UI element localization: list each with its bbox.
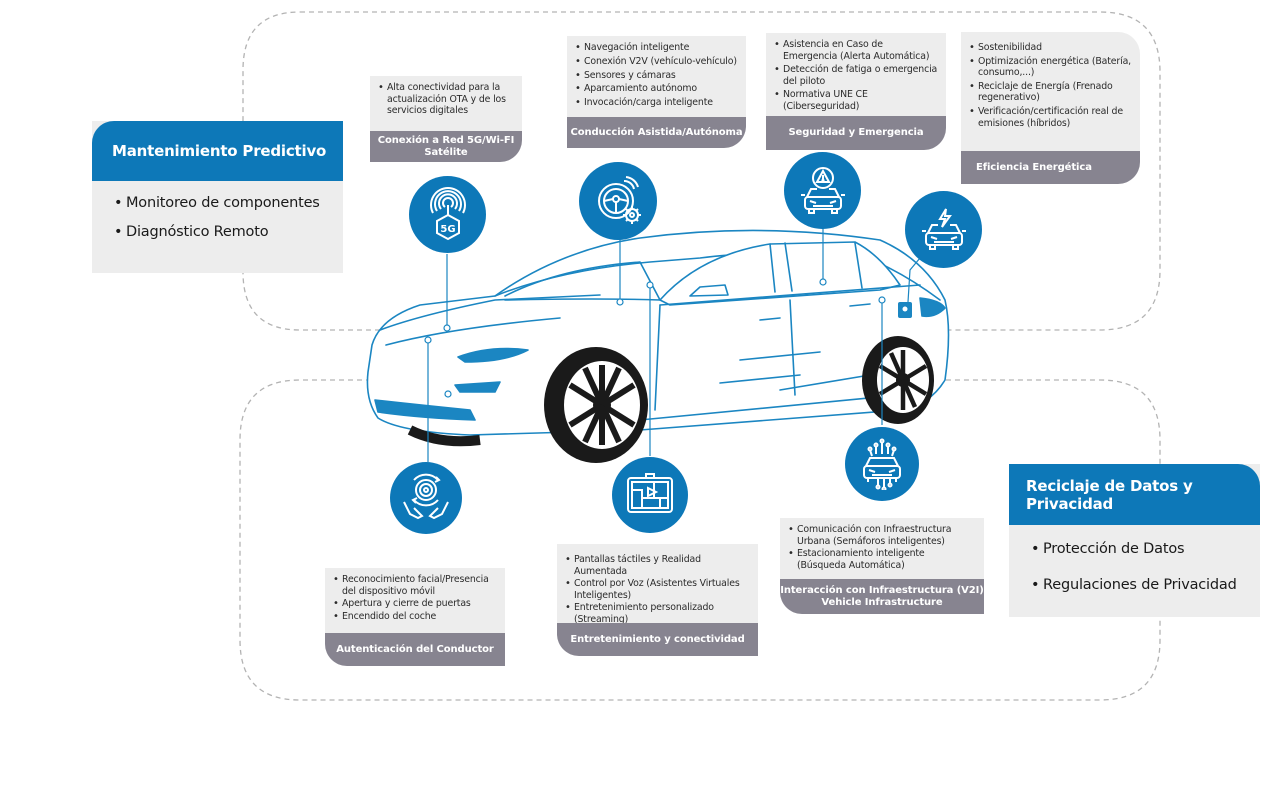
- card-entretenimiento-conectividad: Pantallas táctiles y Realidad Aumentada …: [557, 544, 758, 656]
- card-list: Sostenibilidad Optimización energética (…: [961, 32, 1140, 135]
- bottom-region-outline: [239, 379, 1161, 701]
- card-eficiencia-energetica: Sostenibilidad Optimización energética (…: [961, 32, 1140, 184]
- card-title: Seguridad y Emergencia: [766, 116, 946, 150]
- car-illustration: [366, 229, 950, 436]
- rear-wheel: [862, 336, 934, 424]
- list-item: Alta conectividad para la actualización …: [378, 82, 514, 117]
- list-item: Regulaciones de Privacidad: [1031, 577, 1260, 593]
- card-list: Asistencia en Caso de Emergencia (Alerta…: [766, 33, 946, 119]
- card-autenticacion-conductor: Reconocimiento facial/Presencia del disp…: [325, 568, 505, 666]
- card-mantenimiento-predictivo: Mantenimiento Predictivo Monitoreo de co…: [92, 121, 343, 273]
- card-conduccion-asistida: Navegación inteligente Conexión V2V (veh…: [567, 36, 746, 148]
- card-list: Comunicación con Infraestructura Urbana …: [780, 518, 984, 576]
- car-warning-icon: [784, 152, 861, 229]
- list-item: Pantallas táctiles y Realidad Aumentada: [565, 554, 750, 577]
- card-title: Entretenimiento y conectividad: [557, 623, 758, 656]
- card-title: Autenticación del Conductor: [325, 633, 505, 666]
- list-item: Conexión V2V (vehículo-vehículo): [575, 56, 738, 68]
- list-item: Reciclaje de Energía (Frenado regenerati…: [969, 81, 1132, 104]
- list-item: Detección de fatiga o emergencia del pil…: [774, 64, 938, 87]
- 5g-antenna-icon: 5G: [409, 176, 486, 253]
- list-item: Asistencia en Caso de Emergencia (Alerta…: [774, 39, 938, 62]
- list-item: Control por Voz (Asistentes Virtuales In…: [565, 578, 750, 601]
- card-list: Navegación inteligente Conexión V2V (veh…: [567, 36, 746, 115]
- card-conexion-5g: Alta conectividad para la actualización …: [370, 76, 522, 162]
- steering-wheel-gear-icon: [579, 162, 657, 240]
- list-item: Diagnóstico Remoto: [114, 224, 343, 240]
- card-title-line: Interacción con Infraestructura (V2I): [780, 584, 984, 596]
- connector-lines: [424, 220, 921, 462]
- card-title-line: Vehicle Infrastructure: [821, 596, 943, 608]
- card-title: Conexión a Red 5G/Wi-FI Satélite: [370, 131, 522, 162]
- list-item: Estacionamiento inteligente (Búsqueda Au…: [788, 548, 976, 571]
- card-interaccion-v2i: Comunicación con Infraestructura Urbana …: [780, 518, 984, 614]
- list-item: Aparcamiento autónomo: [575, 83, 738, 95]
- touchscreen-map-icon: [612, 457, 688, 533]
- list-item: Invocación/carga inteligente: [575, 97, 738, 109]
- hands-steering-wheel-icon: [390, 462, 462, 534]
- card-title: Interacción con Infraestructura (V2I) Ve…: [780, 579, 984, 614]
- list-item: Monitoreo de componentes: [114, 195, 343, 211]
- card-title: Mantenimiento Predictivo: [92, 121, 343, 181]
- card-list: Pantallas táctiles y Realidad Aumentada …: [557, 544, 758, 631]
- list-item: Sensores y cámaras: [575, 70, 738, 82]
- card-list: Alta conectividad para la actualización …: [370, 76, 522, 123]
- card-list: Reconocimiento facial/Presencia del disp…: [325, 568, 505, 627]
- front-shadow-wheel: [407, 425, 481, 447]
- list-item: Protección de Datos: [1031, 541, 1260, 557]
- 5g-label: 5G: [440, 224, 455, 235]
- list-item: Entretenimiento personalizado (Streaming…: [565, 602, 750, 625]
- list-item: Comunicación con Infraestructura Urbana …: [788, 524, 976, 547]
- card-reciclaje-datos-privacidad: Reciclaje de Datos y Privacidad Protecci…: [1009, 464, 1260, 617]
- card-title: Conducción Asistida/Autónoma: [567, 117, 746, 148]
- card-title: Eficiencia Energética: [961, 151, 1140, 184]
- list-item: Sostenibilidad: [969, 42, 1132, 54]
- card-title: Reciclaje de Datos y Privacidad: [1009, 464, 1260, 525]
- list-item: Verificación/certificación real de emisi…: [969, 106, 1132, 129]
- list-item: Reconocimiento facial/Presencia del disp…: [333, 574, 497, 597]
- card-list: Monitoreo de componentes Diagnóstico Rem…: [92, 181, 343, 240]
- list-item: Normativa UNE CE (Ciberseguridad): [774, 89, 938, 112]
- list-item: Apertura y cierre de puertas: [333, 598, 497, 610]
- car-circuit-icon: [845, 427, 919, 501]
- list-item: Encendido del coche: [333, 611, 497, 623]
- car-lightning-icon: [905, 191, 982, 268]
- card-list: Protección de Datos Regulaciones de Priv…: [1009, 525, 1260, 593]
- front-wheel: [544, 347, 648, 463]
- list-item: Navegación inteligente: [575, 42, 738, 54]
- list-item: Optimización energética (Batería, consum…: [969, 56, 1132, 79]
- card-seguridad-emergencia: Asistencia en Caso de Emergencia (Alerta…: [766, 33, 946, 150]
